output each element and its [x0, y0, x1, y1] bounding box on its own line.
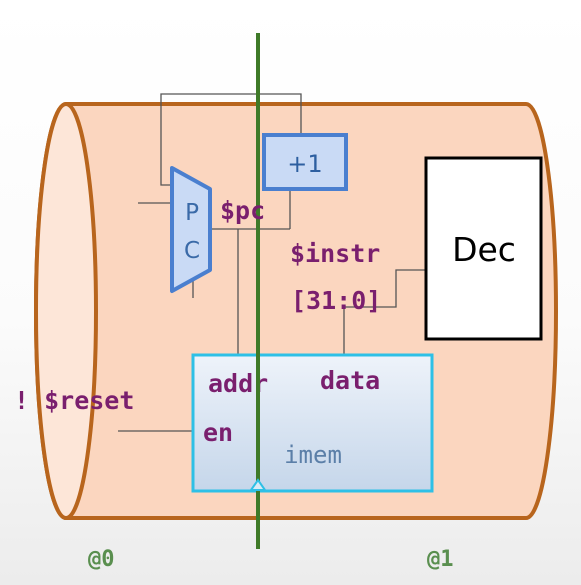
imem-en-port: en [203, 418, 233, 447]
pc-label-top: P [185, 200, 199, 226]
pc-register: P C [170, 166, 212, 293]
signal-pc-label: $pc [220, 196, 265, 225]
imem-box [191, 353, 434, 493]
decoder-box [424, 156, 543, 341]
incrementer-label: +1 [287, 150, 322, 178]
decoder: Dec [424, 156, 543, 341]
instr-wire [343, 269, 426, 355]
clock-triangle-icon [249, 478, 267, 491]
stage-1-label: @1 [427, 547, 454, 572]
decoder-label: Dec [452, 230, 516, 269]
pc-label-bottom: C [184, 238, 200, 264]
pc-register-shape [170, 166, 212, 293]
signal-instr-range-label: [31:0] [291, 286, 381, 315]
signal-instr-label: $instr [290, 239, 380, 268]
wires [118, 93, 426, 432]
imem-data-port: data [320, 366, 380, 395]
signal-reset-label: ! $reset [14, 386, 134, 415]
imem-label: imem [284, 441, 342, 469]
stage-0-label: @0 [88, 547, 115, 572]
incrementer-box [262, 133, 348, 191]
instruction-memory: addr data en imem [191, 353, 434, 493]
cylinder-end-face [34, 102, 98, 520]
feedback-wire [160, 93, 302, 186]
incrementer: +1 [262, 133, 348, 191]
